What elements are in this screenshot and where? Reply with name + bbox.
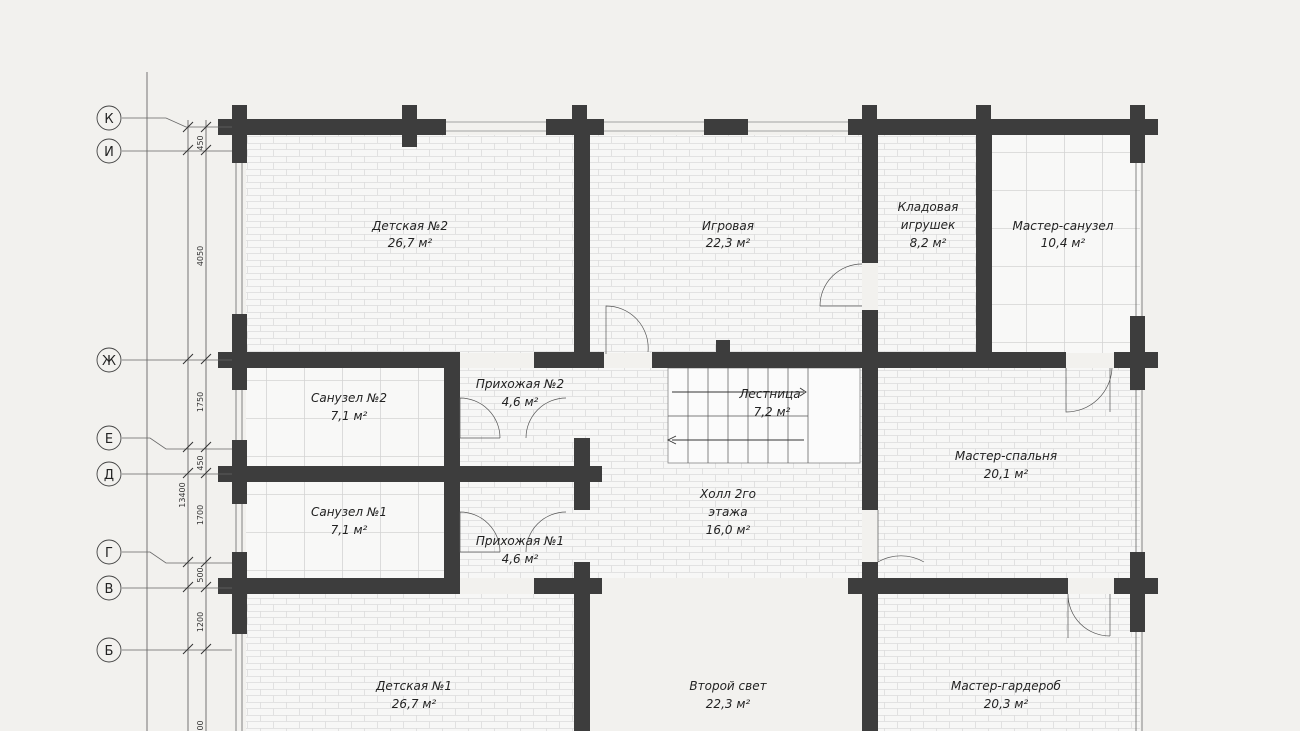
room-detskaya-1: Детская №1 26,7 м² <box>375 679 452 711</box>
room-name: Второй свет <box>689 679 767 693</box>
doors <box>459 263 1113 638</box>
room-sanuzel-2: Санузел №2 7,1 м² <box>311 391 387 423</box>
room-detskaya-2: Детская №2 26,7 м² <box>371 219 448 250</box>
dimensions: 450 4050 1750 450 1700 500 1200 200 1340… <box>178 135 205 731</box>
dimension-label: 1750 <box>196 392 205 412</box>
room-vtoroy-svet: Второй свет 22,3 м² <box>689 679 767 711</box>
room-area: 20,1 м² <box>984 467 1029 481</box>
room-sanuzel-1: Санузел №1 7,1 м² <box>311 505 387 537</box>
axis-bubble: Д <box>96 461 122 487</box>
room-name: Мастер-гардероб <box>951 679 1062 693</box>
axis-label: Б <box>105 644 114 659</box>
room-area: 4,6 м² <box>502 395 539 409</box>
axis-label: В <box>105 582 114 597</box>
room-name: Холл 2го <box>699 487 756 501</box>
dimension-label: 200 <box>196 720 205 731</box>
room-name: Прихожая №2 <box>476 377 564 391</box>
room-name-line2: этажа <box>708 505 747 519</box>
axis-bubble: Е <box>96 425 122 451</box>
room-kladovaya: Кладовая игрушек 8,2 м² <box>898 200 959 250</box>
room-area: 10,4 м² <box>1041 236 1086 250</box>
dimension-label: 1200 <box>196 612 205 632</box>
room-name: Мастер-спальня <box>955 449 1057 463</box>
room-master-garderob: Мастер-гардероб 20,3 м² <box>951 679 1062 711</box>
staircase <box>666 367 861 464</box>
axis-label: Е <box>105 432 113 447</box>
room-name: Кладовая <box>898 200 959 214</box>
room-name: Санузел №2 <box>311 391 387 405</box>
room-area: 26,7 м² <box>388 236 433 250</box>
dimension-label: 1700 <box>196 505 205 525</box>
total-dimension-label: 13400 <box>178 482 187 507</box>
room-area: 8,2 м² <box>910 236 947 250</box>
room-name: Санузел №1 <box>311 505 387 519</box>
axis-label: И <box>104 145 114 160</box>
room-master-sanuzel: Мастер-санузел 10,4 м² <box>1013 219 1114 250</box>
room-name: Детская №2 <box>371 219 448 233</box>
room-name: Мастер-санузел <box>1013 219 1114 233</box>
room-name-line2: игрушек <box>901 218 956 232</box>
room-area: 20,3 м² <box>984 697 1029 711</box>
room-holl: Холл 2го этажа 16,0 м² <box>699 487 756 537</box>
axis-bubble: Г <box>96 539 122 565</box>
room-master-spalnya: Мастер-спальня 20,1 м² <box>955 449 1057 481</box>
room-labels: Детская №2 26,7 м² Игровая 22,3 м² Кладо… <box>311 200 1114 711</box>
floor-fills <box>246 135 1140 731</box>
axis-bubble: В <box>96 575 122 601</box>
room-area: 7,1 м² <box>331 523 368 537</box>
room-name: Игровая <box>702 219 754 233</box>
axis-bubble: Ж <box>96 347 122 373</box>
axis-bubble: К <box>96 105 122 131</box>
axis-label: К <box>104 112 113 127</box>
room-area: 7,2 м² <box>754 405 791 419</box>
walls <box>218 105 1158 731</box>
room-area: 26,7 м² <box>392 697 437 711</box>
dimension-label: 500 <box>196 567 205 582</box>
room-prihozhaya-1: Прихожая №1 4,6 м² <box>476 534 564 566</box>
axis-bubble: И <box>96 138 122 164</box>
room-name: Прихожая №1 <box>476 534 564 548</box>
axis-label: Г <box>105 546 113 561</box>
room-area: 4,6 м² <box>502 552 539 566</box>
room-area: 22,3 м² <box>706 236 751 250</box>
room-lestnitsa: Лестница 7,2 м² <box>738 387 800 419</box>
room-area: 22,3 м² <box>706 697 751 711</box>
dimension-label: 450 <box>196 455 205 470</box>
room-prihozhaya-2: Прихожая №2 4,6 м² <box>476 377 564 409</box>
room-area: 7,1 м² <box>331 409 368 423</box>
axis-label: Д <box>104 468 114 483</box>
room-igrovaya: Игровая 22,3 м² <box>702 219 754 250</box>
room-name: Лестница <box>738 387 800 401</box>
axis-bubbles: К И Ж Е Д Г В Б <box>96 105 122 663</box>
axis-bubble: Б <box>96 637 122 663</box>
room-area: 16,0 м² <box>706 523 751 537</box>
axis-label: Ж <box>102 354 116 369</box>
dimension-label: 450 <box>196 135 205 150</box>
dimension-label: 4050 <box>196 246 205 266</box>
room-name: Детская №1 <box>375 679 452 693</box>
axis-grid <box>122 72 232 731</box>
